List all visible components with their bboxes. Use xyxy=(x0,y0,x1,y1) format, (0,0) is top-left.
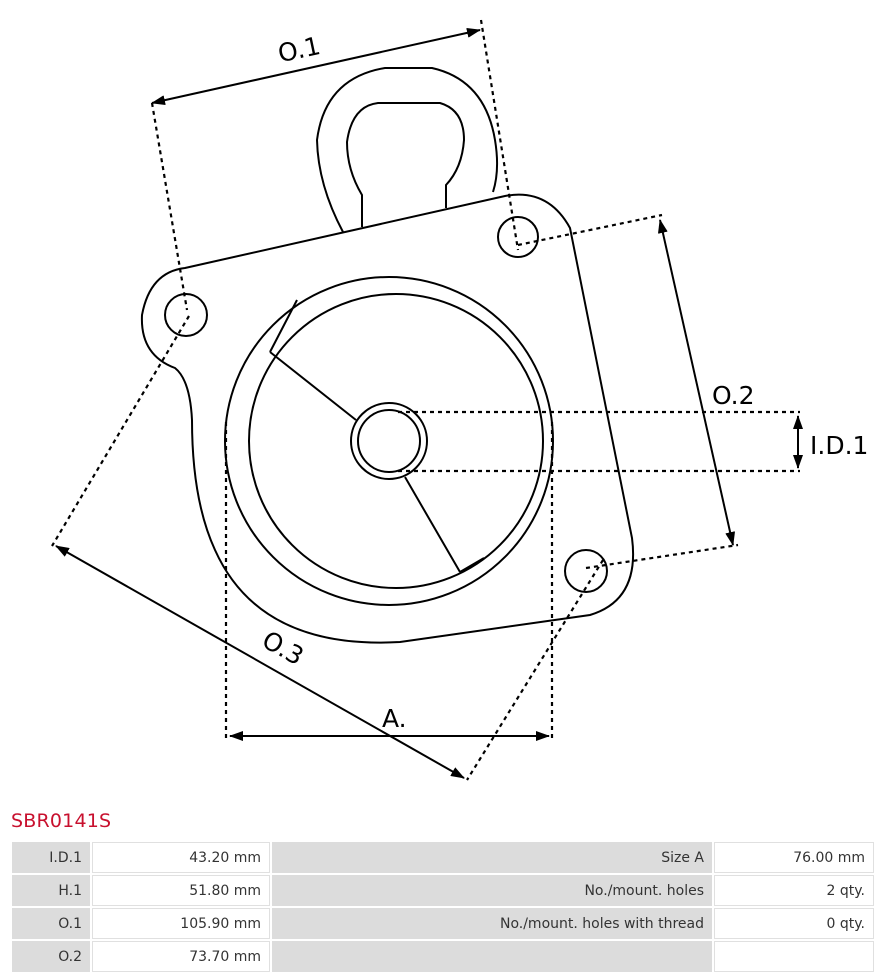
bore-inner xyxy=(357,409,421,473)
outer-ring xyxy=(224,276,554,606)
inner-ring xyxy=(248,293,544,589)
spec-value-2 xyxy=(714,941,874,972)
spec-key: H.1 xyxy=(12,875,90,906)
mount-hole-bottom-right xyxy=(564,549,608,593)
spec-key-2: No./mount. holes with thread xyxy=(272,908,712,939)
spec-value-2: 76.00 mm xyxy=(714,842,874,873)
label-a: A. xyxy=(382,704,407,733)
top-lug-outer xyxy=(315,67,499,233)
spec-value-2: 2 qty. xyxy=(714,875,874,906)
spec-value: 43.20 mm xyxy=(92,842,270,873)
spec-key: I.D.1 xyxy=(12,842,90,873)
label-o1: O.1 xyxy=(275,31,323,68)
spec-key-2 xyxy=(272,941,712,972)
flange-outline xyxy=(140,193,634,644)
dimension-arrows xyxy=(55,27,803,779)
mount-hole-top-right xyxy=(497,216,539,258)
sector-upper xyxy=(269,299,357,421)
spec-value-2: 0 qty. xyxy=(714,908,874,939)
spec-value: 73.70 mm xyxy=(92,941,270,972)
spec-key-2: No./mount. holes xyxy=(272,875,712,906)
label-id1: I.D.1 xyxy=(810,431,868,460)
sector-lower xyxy=(404,476,485,573)
label-o2: O.2 xyxy=(712,381,755,410)
spec-key: O.2 xyxy=(12,941,90,972)
extension-lines xyxy=(51,19,800,781)
technical-drawing: O.1 O.2 I.D.1 O.3 A. xyxy=(51,19,868,781)
spec-key-2: Size A xyxy=(272,842,712,873)
spec-key: O.1 xyxy=(12,908,90,939)
part-code-title: SBR0141S xyxy=(11,810,112,832)
spec-value: 51.80 mm xyxy=(92,875,270,906)
bore-outer xyxy=(350,402,428,480)
spec-value: 105.90 mm xyxy=(92,908,270,939)
mount-hole-left xyxy=(164,293,208,337)
